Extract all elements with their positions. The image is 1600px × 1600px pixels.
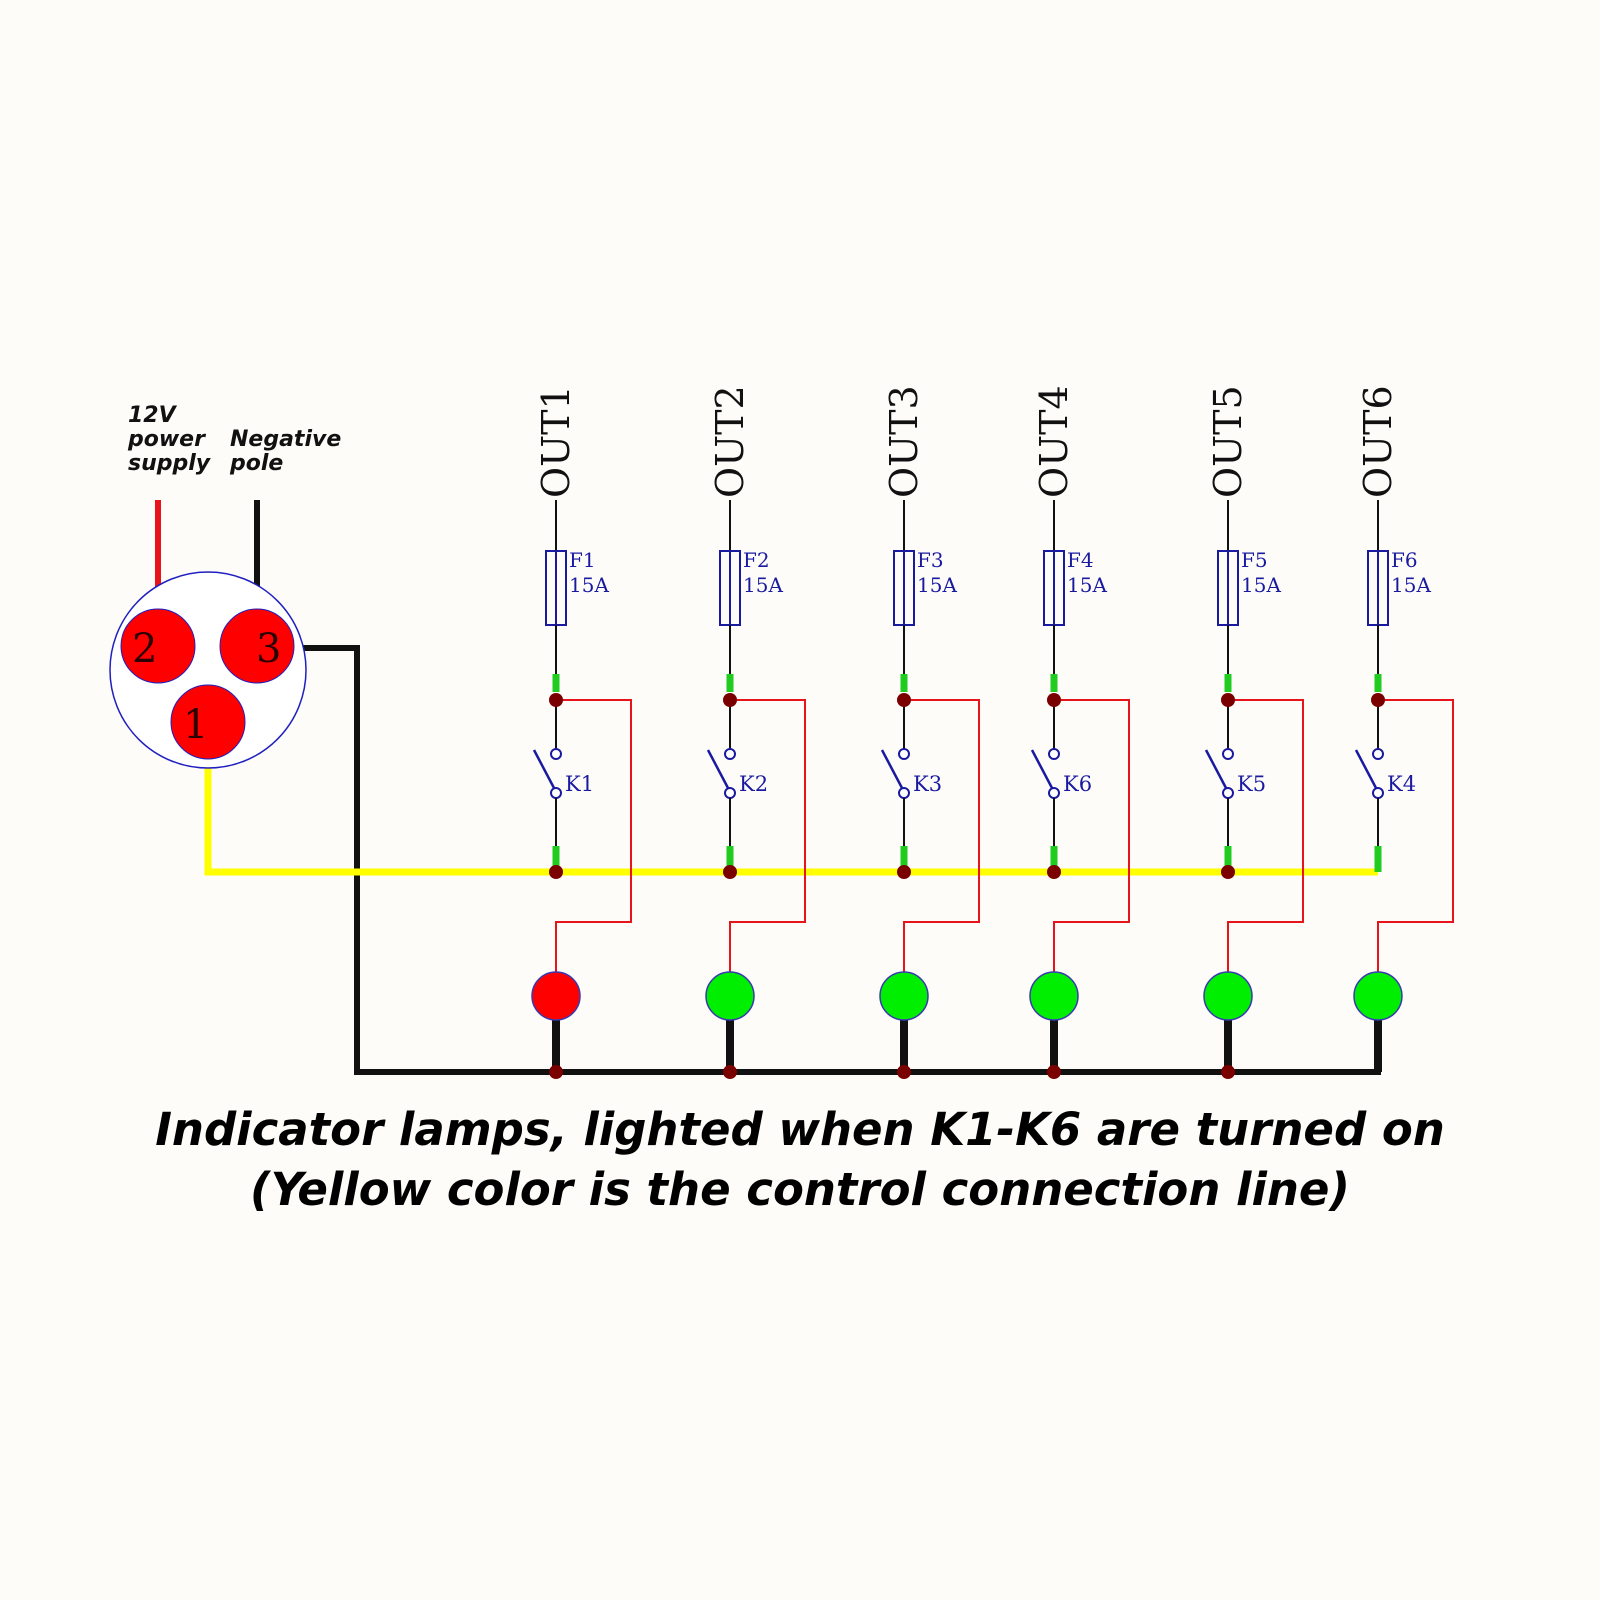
negative-label-line1: Negative <box>230 427 341 452</box>
fuse-label: F1 <box>569 548 596 572</box>
supply-label-line1: 12V <box>128 403 178 428</box>
switch-contact-top <box>1372 748 1384 760</box>
control-node <box>1221 865 1235 879</box>
output-label: OUT4 <box>1032 385 1076 498</box>
upper-node <box>723 693 737 707</box>
switch-blade <box>532 749 556 789</box>
switch-blade <box>880 749 904 789</box>
output-label: OUT3 <box>882 385 926 498</box>
indicator-lamp <box>1353 971 1403 1021</box>
switch-blade <box>1030 749 1054 789</box>
switch-contact-top <box>724 748 736 760</box>
upper-node <box>1221 693 1235 707</box>
switch-contact-top <box>550 748 562 760</box>
fuse-label: F3 <box>917 548 944 572</box>
fuse-label: F4 <box>1067 548 1094 572</box>
fuse-label: F5 <box>1241 548 1268 572</box>
caption-line-1: Indicator lamps, lighted when K1-K6 are … <box>155 1103 1445 1156</box>
indicator-lamp <box>879 971 929 1021</box>
upper-node <box>549 693 563 707</box>
upper-node <box>1371 693 1385 707</box>
indicator-lamp <box>531 971 581 1021</box>
upper-node <box>1047 693 1061 707</box>
switch-contact-top <box>1048 748 1060 760</box>
control-node <box>723 865 737 879</box>
switch-contact-top <box>1222 748 1234 760</box>
output-label: OUT6 <box>1356 385 1400 498</box>
switch-label: K4 <box>1387 772 1416 796</box>
lamp-feed-wire <box>1053 699 1130 972</box>
pin-2 <box>120 608 196 684</box>
fuse-rating: 15A <box>743 573 783 597</box>
fuse-label: F6 <box>1391 548 1418 572</box>
upper-node <box>897 693 911 707</box>
switch-contact-bottom <box>550 787 562 799</box>
ground-node <box>1047 1065 1061 1079</box>
switch-contact-bottom <box>898 787 910 799</box>
switch-label: K6 <box>1063 772 1092 796</box>
connector: 2 3 1 <box>109 571 307 769</box>
ground-node <box>897 1065 911 1079</box>
pin-2-label: 2 <box>132 626 157 672</box>
fuse-rating: 15A <box>569 573 609 597</box>
indicator-lamp <box>1203 971 1253 1021</box>
fuse-rating: 15A <box>917 573 957 597</box>
switch-blade <box>706 749 730 789</box>
fuse-rating: 15A <box>1241 573 1281 597</box>
switch-blade <box>1204 749 1228 789</box>
output-label: OUT5 <box>1206 385 1250 498</box>
lamp-feed-wire <box>729 699 806 972</box>
lamp-feed-wire <box>555 699 632 972</box>
switch-label: K5 <box>1237 772 1266 796</box>
pin-1 <box>170 684 246 760</box>
control-bus <box>204 748 1378 876</box>
fuse-rating: 15A <box>1067 573 1107 597</box>
pin-3-label: 3 <box>256 626 281 672</box>
output-label: OUT2 <box>708 385 752 498</box>
pin-1-label: 1 <box>183 702 208 748</box>
supply-label-line2: power <box>127 427 206 452</box>
caption-line-2: (Yellow color is the control connection … <box>250 1163 1350 1216</box>
ground-node <box>723 1065 737 1079</box>
channels: OUT1F115AK1OUT2F215AK2OUT3F315AK3OUT4F41… <box>531 385 1454 1079</box>
switch-label: K2 <box>739 772 768 796</box>
switch-contact-top <box>898 748 910 760</box>
fuse-rating: 15A <box>1391 573 1431 597</box>
switch-contact-bottom <box>1372 787 1384 799</box>
switch-contact-bottom <box>1048 787 1060 799</box>
indicator-lamp <box>705 971 755 1021</box>
lamp-feed-wire <box>1377 699 1454 972</box>
control-node <box>549 865 563 879</box>
negative-label-line2: pole <box>229 451 283 476</box>
output-label: OUT1 <box>534 385 578 498</box>
pin-3 <box>219 608 295 684</box>
switch-blade <box>1354 749 1378 789</box>
lamp-feed-wire <box>903 699 980 972</box>
control-node <box>897 865 911 879</box>
supply-label-line3: supply <box>128 451 212 476</box>
switch-label: K3 <box>913 772 942 796</box>
ground-node <box>1221 1065 1235 1079</box>
switch-contact-bottom <box>724 787 736 799</box>
ground-node <box>549 1065 563 1079</box>
switch-contact-bottom <box>1222 787 1234 799</box>
supply-labels: 12V power supply Negative pole <box>127 403 341 476</box>
fuse-label: F2 <box>743 548 770 572</box>
lamp-feed-wire <box>1227 699 1304 972</box>
control-node <box>1047 865 1061 879</box>
switch-label: K1 <box>565 772 594 796</box>
indicator-lamp <box>1029 971 1079 1021</box>
